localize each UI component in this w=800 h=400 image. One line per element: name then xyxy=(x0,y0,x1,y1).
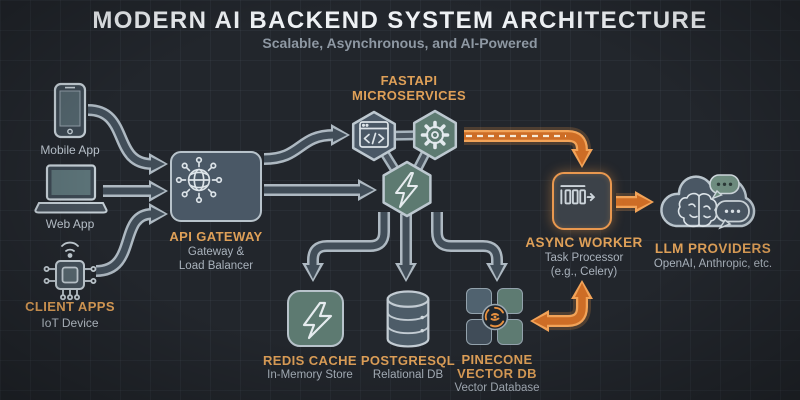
postgres-title: POSTGRESQL xyxy=(360,353,456,368)
brain-icon xyxy=(677,192,718,228)
chat-bubble-outline-icon xyxy=(715,200,750,230)
lightning-icon xyxy=(302,301,333,340)
laptop-icon xyxy=(34,164,108,214)
pinecone-title-line1: PINECONE xyxy=(461,352,533,367)
llm-providers-sub: OpenAI, Anthropic, etc. xyxy=(653,258,773,270)
async-worker-node xyxy=(552,172,612,230)
page-subtitle: Scalable, Asynchronous, and AI-Powered xyxy=(262,35,538,51)
api-gateway-sub2: Load Balancer xyxy=(178,260,254,272)
fastapi-hex-gear xyxy=(412,109,458,161)
redis-sub: In-Memory Store xyxy=(267,369,353,381)
pinecone-title-line2: VECTOR DB xyxy=(457,366,537,381)
web-app-label: Web App xyxy=(45,217,95,231)
arrow-iot-to-gateway xyxy=(95,203,168,277)
chat-bubble-filled-icon xyxy=(709,174,740,200)
llm-cloud xyxy=(660,174,756,230)
iot-device-label: IoT Device xyxy=(41,316,99,330)
redis-title: REDIS CACHE xyxy=(263,353,357,368)
iot-device-icon xyxy=(43,241,97,301)
pinecone-sub: Vector Database xyxy=(454,382,540,394)
lightning-icon xyxy=(395,172,418,208)
queue-icon xyxy=(560,185,596,205)
fastapi-hex-bolt xyxy=(382,160,432,218)
code-window-icon xyxy=(359,121,389,148)
mobile-app-label: Mobile App xyxy=(40,143,100,157)
api-gateway-sub1: Gateway & xyxy=(187,246,245,258)
arrow-services-to-worker-dashed xyxy=(464,127,593,168)
mobile-phone-icon xyxy=(53,82,87,139)
gear-icon xyxy=(420,120,450,150)
arrow-pinecone-worker-bidirectional xyxy=(530,280,593,332)
arrow-services-to-pinecone xyxy=(431,212,508,282)
redis-cache-node xyxy=(287,290,344,347)
api-gateway-title: API GATEWAY xyxy=(169,229,263,244)
fastapi-hex-code xyxy=(351,110,397,162)
async-worker-title: ASYNC WORKER xyxy=(525,235,643,250)
page-title: MODERN AI BACKEND SYSTEM ARCHITECTURE xyxy=(92,7,708,34)
async-worker-sub1: Task Processor xyxy=(544,252,624,264)
arrow-gateway-to-code-service xyxy=(263,124,350,165)
async-worker-sub2: (e.g., Celery) xyxy=(550,266,618,278)
arrow-services-to-redis xyxy=(302,212,390,282)
fastapi-title-line1: FASTAPI xyxy=(380,73,438,88)
api-gateway-node xyxy=(170,151,262,222)
globe-network-icon xyxy=(175,156,223,204)
llm-providers-title: LLM PROVIDERS xyxy=(654,241,772,256)
client-apps-label: CLIENT APPS xyxy=(25,299,115,314)
vector-swirl-icon xyxy=(481,303,509,331)
database-cylinder-icon xyxy=(386,290,430,348)
fastapi-title-line2: MICROSERVICES xyxy=(351,88,467,103)
pinecone-node xyxy=(466,288,524,346)
arrow-mobile-to-gateway xyxy=(87,104,168,175)
postgres-sub: Relational DB xyxy=(372,369,444,381)
